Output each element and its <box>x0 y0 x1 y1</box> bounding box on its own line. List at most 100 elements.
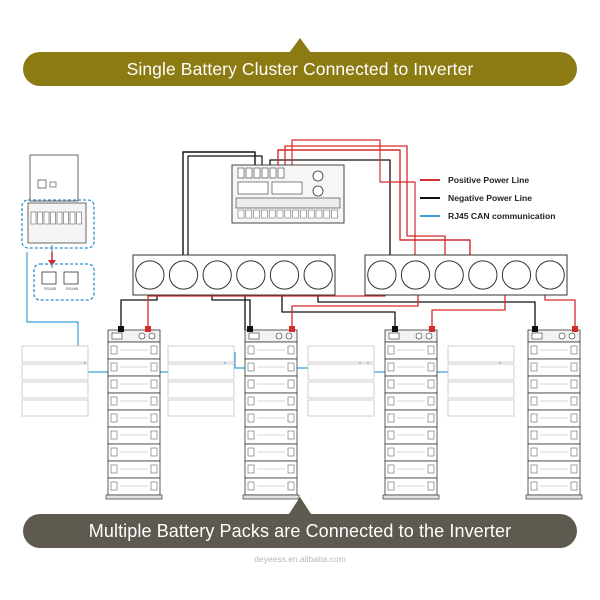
terminal-screw-icon <box>323 209 331 219</box>
inverter-terminal-strip <box>235 197 341 209</box>
legend-label-positive: Positive Power Line <box>448 175 529 185</box>
battery-terminal-icon <box>287 413 295 423</box>
battery-terminal-icon <box>110 481 118 491</box>
terminal-screw-icon <box>300 209 307 219</box>
positive-lug-icon <box>429 326 435 332</box>
terminal-hole-icon <box>434 260 464 290</box>
battery-terminal-icon <box>387 481 395 491</box>
bms-display-icon <box>111 332 123 340</box>
terminal-block-icon <box>277 167 285 179</box>
ghost-battery-module <box>21 345 89 363</box>
battery-stack-1-base <box>105 494 163 500</box>
battery-terminal-icon <box>247 345 255 355</box>
terminal-hole-icon <box>236 260 266 290</box>
terminal-screw-icon <box>292 209 299 219</box>
battery-terminal-icon <box>247 396 255 406</box>
battery-terminal-icon <box>427 464 435 474</box>
battery-terminal-icon <box>150 481 158 491</box>
battery-terminal-icon <box>287 481 295 491</box>
header-banner: Single Battery Cluster Connected to Inve… <box>23 52 577 86</box>
battery-terminal-icon <box>110 345 118 355</box>
bms-port-icon <box>558 332 566 340</box>
terminal-block-icon <box>43 211 50 225</box>
breaker-icon <box>312 170 324 182</box>
terminal-hole-icon <box>202 260 232 290</box>
battery-terminal-icon <box>247 481 255 491</box>
terminal-block-icon <box>269 167 277 179</box>
triangle-up-icon <box>289 497 311 514</box>
battery-terminal-icon <box>150 396 158 406</box>
battery-terminal-icon <box>570 413 578 423</box>
terminal-hole-icon <box>135 260 165 290</box>
terminal-block-icon <box>76 211 82 225</box>
terminal-hole-icon <box>400 260 431 290</box>
wire-negative <box>269 159 391 262</box>
negative-lug-icon <box>118 326 124 332</box>
battery-terminal-icon <box>570 481 578 491</box>
terminal-screw-icon <box>237 209 245 219</box>
bms-port-icon <box>148 332 156 340</box>
port-label-left: RS485 <box>44 286 57 291</box>
negative-lug-icon <box>392 326 398 332</box>
terminal-hole-icon <box>468 260 498 290</box>
footer-banner: Multiple Battery Packs are Connected to … <box>23 514 577 548</box>
battery-terminal-icon <box>387 345 395 355</box>
bms-port-icon <box>568 332 576 340</box>
inverter-port-block <box>237 181 269 195</box>
battery-terminal-icon <box>427 447 435 457</box>
components <box>21 154 583 500</box>
battery-terminal-icon <box>387 464 395 474</box>
positive-busbar <box>364 254 568 296</box>
watermark: deyeess.en.alibaba.com <box>254 554 346 564</box>
wire-negative <box>187 155 263 287</box>
ghost-battery-module <box>21 399 89 417</box>
battery-terminal-icon <box>427 379 435 389</box>
terminal-block-icon <box>50 211 56 225</box>
battery-terminal-icon <box>530 413 538 423</box>
ghost-battery-module <box>21 381 89 399</box>
wire-can <box>26 252 79 352</box>
battery-terminal-icon <box>287 447 295 457</box>
battery-stack-4-base <box>525 494 583 500</box>
battery-terminal-icon <box>247 464 255 474</box>
terminal-block-icon <box>261 167 269 179</box>
battery-terminal-icon <box>387 413 395 423</box>
ghost-battery-module <box>167 381 235 399</box>
battery-terminal-icon <box>530 396 538 406</box>
bms-display-icon <box>531 332 543 340</box>
bms-display-icon <box>248 332 260 340</box>
battery-terminal-icon <box>247 379 255 389</box>
bms-display-icon <box>388 332 400 340</box>
terminal-screw-icon <box>284 209 292 219</box>
battery-terminal-icon <box>570 362 578 372</box>
battery-terminal-icon <box>110 379 118 389</box>
battery-terminal-icon <box>427 362 435 372</box>
battery-terminal-icon <box>530 430 538 440</box>
battery-terminal-icon <box>387 362 395 372</box>
bms-port-icon <box>285 332 293 340</box>
bms-port-icon <box>425 332 433 340</box>
terminal-hole-icon <box>535 260 565 290</box>
battery-terminal-icon <box>570 464 578 474</box>
battery-terminal-icon <box>150 413 158 423</box>
port-label-right: RS485 <box>66 286 79 291</box>
small-inverter <box>29 154 79 202</box>
battery-terminal-icon <box>287 379 295 389</box>
wire-positive <box>284 145 446 262</box>
wire-positive <box>431 285 506 330</box>
terminal-screw-icon <box>268 209 276 219</box>
battery-terminal-icon <box>427 413 435 423</box>
battery-terminal-icon <box>530 481 538 491</box>
battery-terminal-icon <box>570 345 578 355</box>
terminal-block-icon <box>237 167 245 179</box>
terminal-block-icon <box>69 211 76 225</box>
bms-port-icon <box>275 332 283 340</box>
battery-terminal-icon <box>110 396 118 406</box>
breaker-icon <box>312 185 324 197</box>
header-title: Single Battery Cluster Connected to Inve… <box>126 58 474 79</box>
ghost-battery-module <box>447 363 515 381</box>
battery-terminal-icon <box>150 362 158 372</box>
terminal-screw-icon <box>261 209 268 219</box>
